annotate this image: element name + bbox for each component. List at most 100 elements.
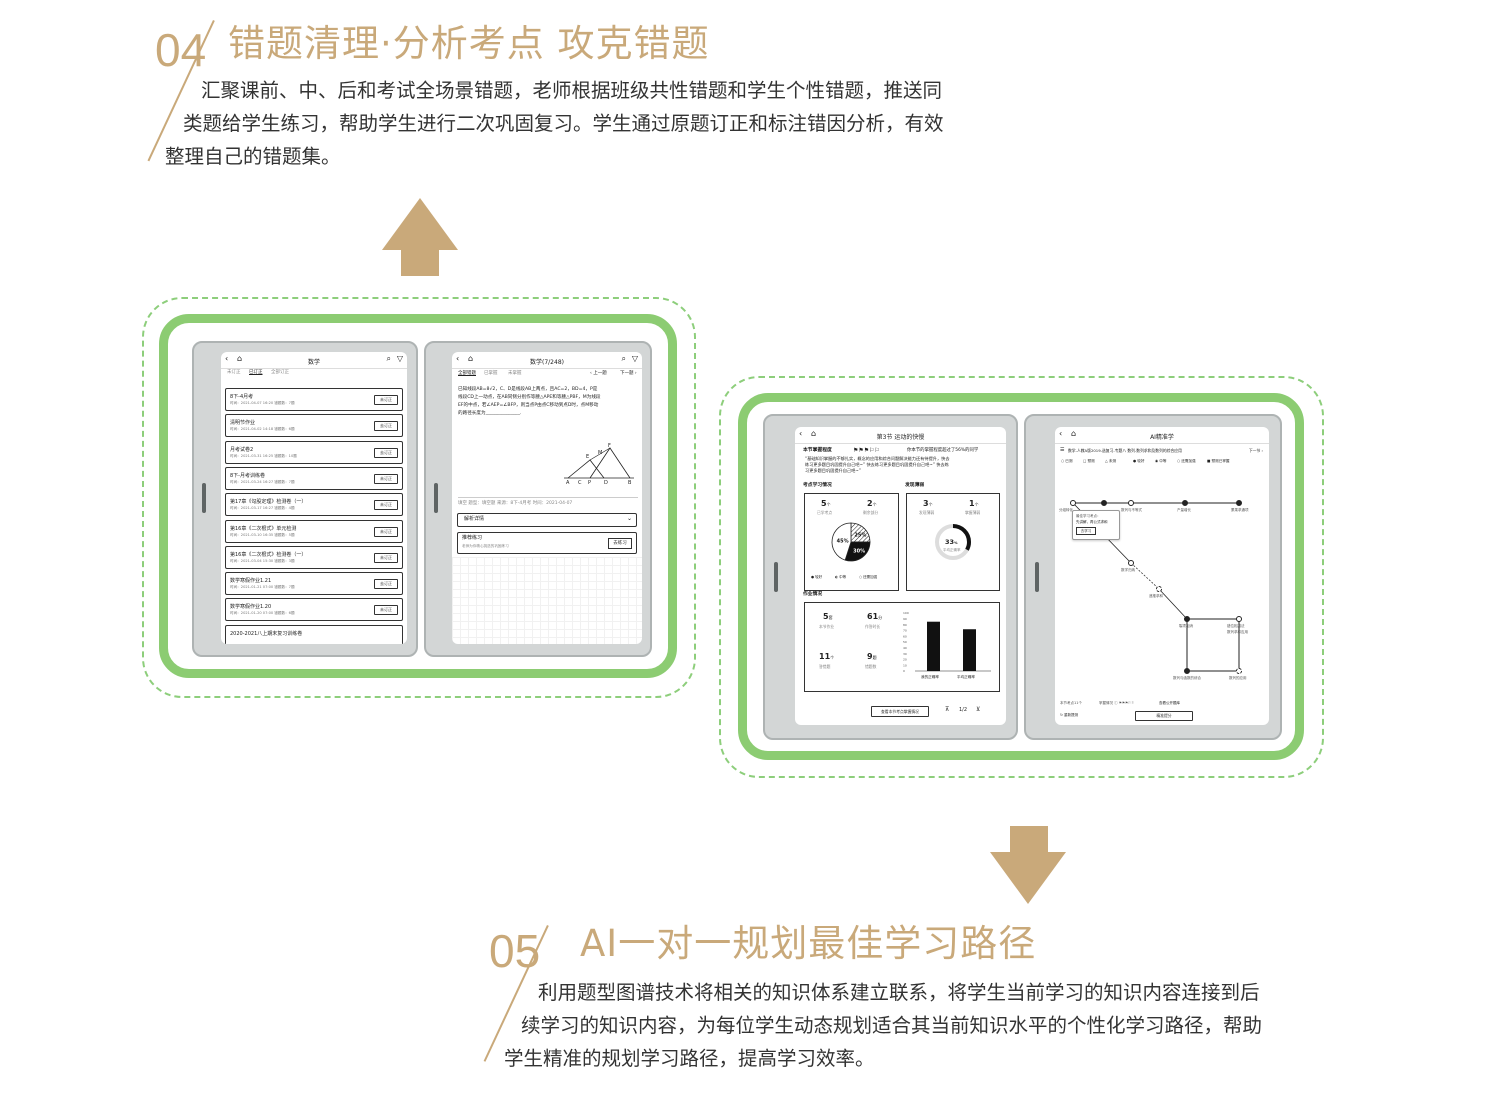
tab-unmastered[interactable]: 未掌握 — [508, 371, 522, 376]
search-icon[interactable]: ⌕ — [386, 354, 391, 363]
error-list-item[interactable]: 8下-月考训练卷时间：2021-03-24 16:27 错题数：7题未订正 — [225, 466, 403, 490]
path-node[interactable] — [1184, 616, 1190, 622]
footer-view-bank[interactable]: 查看公开题库 — [1159, 701, 1180, 705]
y-tick-label: 50 — [903, 640, 907, 644]
precise-improve-button[interactable]: 精准提分 — [1135, 711, 1193, 721]
item-status-button[interactable]: 去订正 — [374, 579, 398, 590]
tab-fixed[interactable]: 已订正 — [249, 370, 263, 375]
svg-text:M: M — [598, 450, 602, 456]
geometry-figure: A C P D B E F M — [564, 443, 634, 484]
error-list-item[interactable]: 清明节作业时间：2021-04-02 14:18 错题数：6题去订正 — [225, 414, 403, 438]
error-list-item[interactable]: 8下-4月考时间：2021-04-07 16:20 错题数：7题未订正 — [225, 388, 403, 411]
item-status-button[interactable]: 未订正 — [374, 605, 398, 616]
page-up-icon[interactable]: ⊼ — [945, 706, 950, 713]
down-arrow-shaft — [1010, 826, 1048, 853]
item-sub: 时间：2021-04-07 16:20 错题数：7题 — [230, 401, 295, 405]
view-mastery-button[interactable]: 查看本节考点掌握情况 — [871, 706, 929, 717]
node-label: 数列的应用 — [1229, 676, 1247, 680]
retest-button[interactable]: ↻ 重新提测 — [1060, 713, 1079, 717]
question-meta: 填空 题型：填空题 来源：8下-4月考 时间：2021-04-07 — [458, 501, 573, 506]
page-indicator: 1/2 — [959, 707, 968, 713]
path-node[interactable] — [1128, 560, 1134, 566]
tab-mastered[interactable]: 已掌握 — [484, 371, 498, 376]
home-icon[interactable]: ⌂ — [468, 354, 474, 363]
homework-label: 作业情况 — [803, 592, 823, 597]
item-title: 第16章《二次根式》单元检测 — [230, 525, 297, 532]
footer-count: 本节考点11个 — [1060, 701, 1082, 705]
filter-icon[interactable]: ▽ — [631, 354, 638, 363]
advice-line-3: 习更多题目巩固提升自己吧~” — [805, 468, 861, 473]
accuracy-bar-chart: 1009080706050403020100我的正确率平均正确率 — [903, 611, 991, 679]
menu-icon[interactable]: ☰ — [1060, 447, 1065, 453]
path-node[interactable] — [1101, 500, 1107, 506]
item-status-button[interactable]: 未订正 — [374, 395, 398, 405]
tab-unfixed[interactable]: 未订正 — [227, 370, 241, 375]
item-status-button[interactable]: 去订正 — [374, 447, 398, 458]
search-icon[interactable]: ⌕ — [621, 354, 626, 363]
svg-text:B: B — [628, 480, 632, 484]
legend-tested: ○ 已测 — [1061, 459, 1073, 463]
analysis-dropdown[interactable]: 解析详情 ⌄ — [457, 513, 637, 527]
practice-button[interactable]: 去练习 — [608, 538, 632, 549]
home-icon[interactable]: ⌂ — [811, 429, 817, 438]
error-list-item[interactable]: 第17章《勾股定理》检测卷（一）时间：2021-03-17 16:27 错题数：… — [225, 493, 403, 517]
path-node[interactable] — [1236, 616, 1242, 622]
study-label: 考点学习情况 — [803, 483, 832, 488]
section-05-line-3: 学生精准的规划学习路径，提高学习效率。 — [504, 1047, 875, 1070]
node-label: 数列与不等式 — [1121, 508, 1142, 512]
section-05-paragraph: 利用题型图谱技术将相关的知识体系建立联系，将学生当前学习的知识内容连接到后 续学… — [504, 976, 1262, 1075]
item-status-button[interactable]: 未订正 — [374, 526, 398, 537]
error-list-item[interactable]: 2020-2021八上期末复习训练卷 — [225, 624, 403, 644]
page-down-icon[interactable]: ⊻ — [976, 706, 981, 713]
error-list-item[interactable]: 第16章《二次根式》检测卷（一）时间：2021-03-04 15:30 错题数：… — [225, 545, 403, 569]
left-dashed-frame — [142, 297, 696, 698]
path-node[interactable] — [1156, 586, 1162, 592]
path-node[interactable] — [1184, 668, 1190, 674]
home-icon[interactable]: ⌂ — [237, 354, 243, 363]
grid-area — [452, 557, 642, 644]
svg-text:A: A — [566, 480, 570, 484]
path-node[interactable] — [1236, 500, 1242, 506]
prev-question-button[interactable]: ‹ 上一题 — [590, 371, 607, 376]
hw-fixed-value: 9题 — [867, 652, 877, 661]
weak-card: 3个 发现薄弱 1个 掌握薄弱 33% 平均正确率 — [906, 493, 1000, 591]
screen-title: 数学 — [307, 359, 320, 366]
filter-icon[interactable]: ▽ — [396, 354, 403, 363]
section-04-paragraph: 汇聚课前、中、后和考试全场景错题，老师根据班级共性错题和学生个性错题，推送同 类… — [165, 74, 944, 173]
bar — [963, 629, 976, 671]
tab-all-errors[interactable]: 全部错题 — [458, 371, 476, 376]
tab-all[interactable]: 全部订正 — [271, 370, 289, 375]
svg-text:P: P — [588, 480, 591, 484]
path-node[interactable] — [1236, 668, 1242, 674]
item-status-button[interactable]: 未订正 — [374, 473, 398, 484]
back-icon[interactable]: ‹ — [225, 354, 229, 363]
back-icon[interactable]: ‹ — [456, 354, 460, 363]
screen-title: 第3节 运动的快慢 — [876, 434, 925, 441]
hw-wrong-label: 答错题 — [819, 664, 831, 669]
back-icon[interactable]: ‹ — [1059, 429, 1063, 438]
path-node[interactable] — [1128, 500, 1134, 506]
path-node[interactable] — [1070, 500, 1076, 506]
next-section-button[interactable]: 下一节 › — [1248, 448, 1263, 453]
tablet-button — [202, 483, 206, 513]
popup-study-button[interactable]: 去学习 — [1076, 527, 1096, 535]
item-status-button[interactable]: 未订正 — [374, 552, 398, 563]
next-question-button[interactable]: 下一题 › — [620, 371, 637, 376]
home-icon[interactable]: ⌂ — [1071, 429, 1077, 438]
beat-text: 你本节的掌握程度超过了56%的同学 — [907, 448, 979, 453]
back-icon[interactable]: ‹ — [799, 429, 803, 438]
legend-weak: ○ 还需加强 — [859, 575, 878, 579]
item-status-button[interactable]: 去订正 — [374, 421, 398, 432]
advice-line-2: 练习更多题目巩固提升自己吧~” 快去练习更多题目巩固提升自己吧~” 快去练 — [805, 462, 949, 467]
item-status-button[interactable]: 未订正 — [374, 500, 398, 511]
svg-text:F: F — [608, 443, 611, 449]
error-list-item[interactable]: 第16章《二次根式》单元检测时间：2021-03-10 16:35 错题数：5题… — [225, 519, 403, 543]
rate-label: 平均正确率 — [943, 548, 961, 552]
recommend-card: 推荐练习 老师为你精心挑选的巩固练习 去练习 — [457, 532, 637, 554]
lesson-report-screen: ‹ ⌂ 第3节 运动的快慢 本节掌握程度 ⚑⚑⚑⚐⚐ 你本节的掌握程度超过了56… — [795, 427, 1006, 725]
path-node[interactable] — [1182, 500, 1188, 506]
up-arrow-shaft — [401, 249, 439, 276]
